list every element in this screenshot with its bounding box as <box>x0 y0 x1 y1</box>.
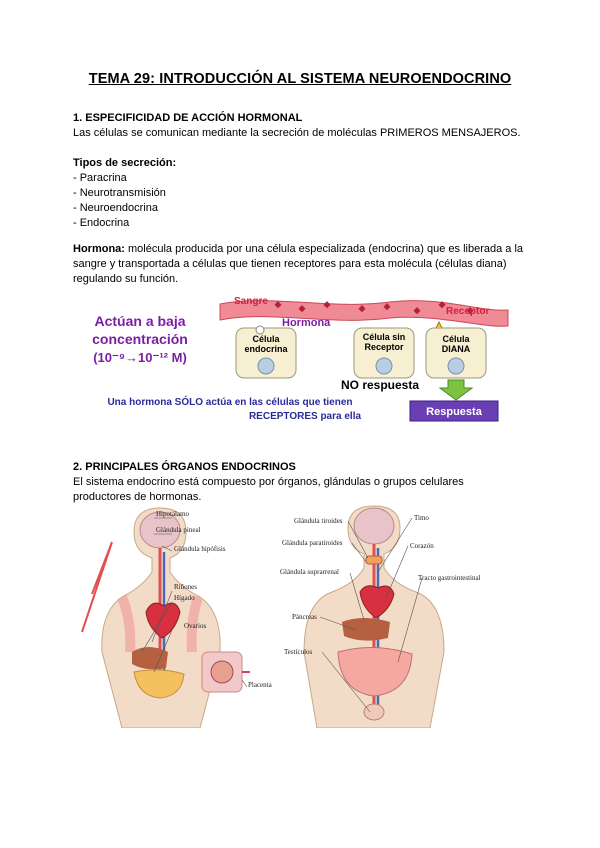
label-ovaries: Ovarios <box>184 622 206 630</box>
label-testicles: Testículos <box>284 648 313 656</box>
page-title: TEMA 29: INTRODUCCIÓN AL SISTEMA NEUROEN… <box>88 71 512 87</box>
left-labels: Hipotálamo Glándula pineal Glándula hipó… <box>156 510 273 689</box>
receptor-label: Receptor <box>446 306 489 317</box>
label-gi-tract: Tracto gastrointestinal <box>418 574 481 582</box>
right-labels: Glándula tiroides Glándula paratiroides … <box>280 514 481 656</box>
svg-text:DIANA: DIANA <box>442 344 471 354</box>
label-parathyroid: Glándula paratiroides <box>282 539 343 547</box>
hormone-label: Hormona <box>282 317 331 329</box>
target-cell: Célula DIANA <box>425 320 487 379</box>
no-response-label: NO respuesta <box>341 378 419 392</box>
label-thymus: Timo <box>414 514 429 522</box>
placenta-inset <box>201 651 250 693</box>
label-liver: Hígado <box>174 594 195 602</box>
section2-heading: 2. PRINCIPALES ÓRGANOS ENDOCRINOS <box>73 461 296 473</box>
section2-text-2: productores de hormonas. <box>73 491 202 503</box>
low-conc-text-1: Actúan a baja <box>94 313 185 329</box>
response-arrow <box>438 379 474 401</box>
label-thyroid: Glándula tiroides <box>294 517 343 525</box>
bottom-statement-1: Una hormona SÓLO actúa en las células qu… <box>107 395 352 408</box>
hormone-action-figure: Sangre Hormona Receptor Actúan a baja co… <box>92 296 509 422</box>
secretion-types-list: - Paracrina - Neurotransmisión - Neuroen… <box>73 171 166 231</box>
secretion-types-heading: Tipos de secreción: <box>73 157 177 169</box>
endocrine-cell: Célula endocrina <box>235 325 297 379</box>
low-conc-text-2: concentración <box>92 331 188 347</box>
endocrine-organs-figure: Hipotálamo Glándula pineal Glándula hipó… <box>81 505 481 728</box>
female-body-illustration <box>81 507 221 728</box>
hormone-term: Hormona: <box>73 243 125 255</box>
svg-text:endocrina: endocrina <box>244 344 288 354</box>
svg-text:Receptor: Receptor <box>364 342 404 352</box>
svg-text:Célula: Célula <box>442 334 470 344</box>
label-pituitary: Glándula hipófisis <box>174 545 226 553</box>
section1-text: Las células se comunican mediante la sec… <box>73 127 521 139</box>
section1-heading: 1. ESPECIFICIDAD DE ACCIÓN HORMONAL <box>73 112 303 124</box>
low-conc-text-3: (10⁻⁹→10⁻¹² M) <box>93 350 187 365</box>
list-item: - Neuroendocrina <box>73 202 158 214</box>
label-adrenal: Glándula suprarrenal <box>280 568 339 576</box>
svg-text:Célula: Célula <box>252 334 280 344</box>
label-placenta: Placenta <box>248 681 273 689</box>
blood-label: Sangre <box>234 296 268 307</box>
label-pineal: Glándula pineal <box>156 526 201 534</box>
male-body-illustration <box>303 505 445 728</box>
list-item: - Neurotransmisión <box>73 187 166 199</box>
section2-text-1: El sistema endocrino está compuesto por … <box>73 476 464 488</box>
response-box <box>409 400 499 422</box>
list-item: - Endocrina <box>73 217 130 229</box>
left-leader-lines <box>141 517 248 688</box>
label-kidneys: Riñones <box>174 583 197 591</box>
label-heart: Corazón <box>410 542 434 550</box>
cell-without-receptor: Célula sin Receptor <box>353 327 415 379</box>
label-pancreas: Páncreas <box>292 613 317 621</box>
right-leader-lines <box>319 517 423 713</box>
hormone-definition: Hormona: molécula producida por una célu… <box>73 242 533 287</box>
label-hypothalamus: Hipotálamo <box>156 510 190 518</box>
response-label: Respuesta <box>426 406 483 418</box>
list-item: - Paracrina <box>73 172 127 184</box>
svg-text:Célula sin: Célula sin <box>363 332 406 342</box>
bottom-statement-2: RECEPTORES para ella <box>249 411 362 422</box>
hormone-def-text: molécula producida por una célula especi… <box>73 243 524 285</box>
